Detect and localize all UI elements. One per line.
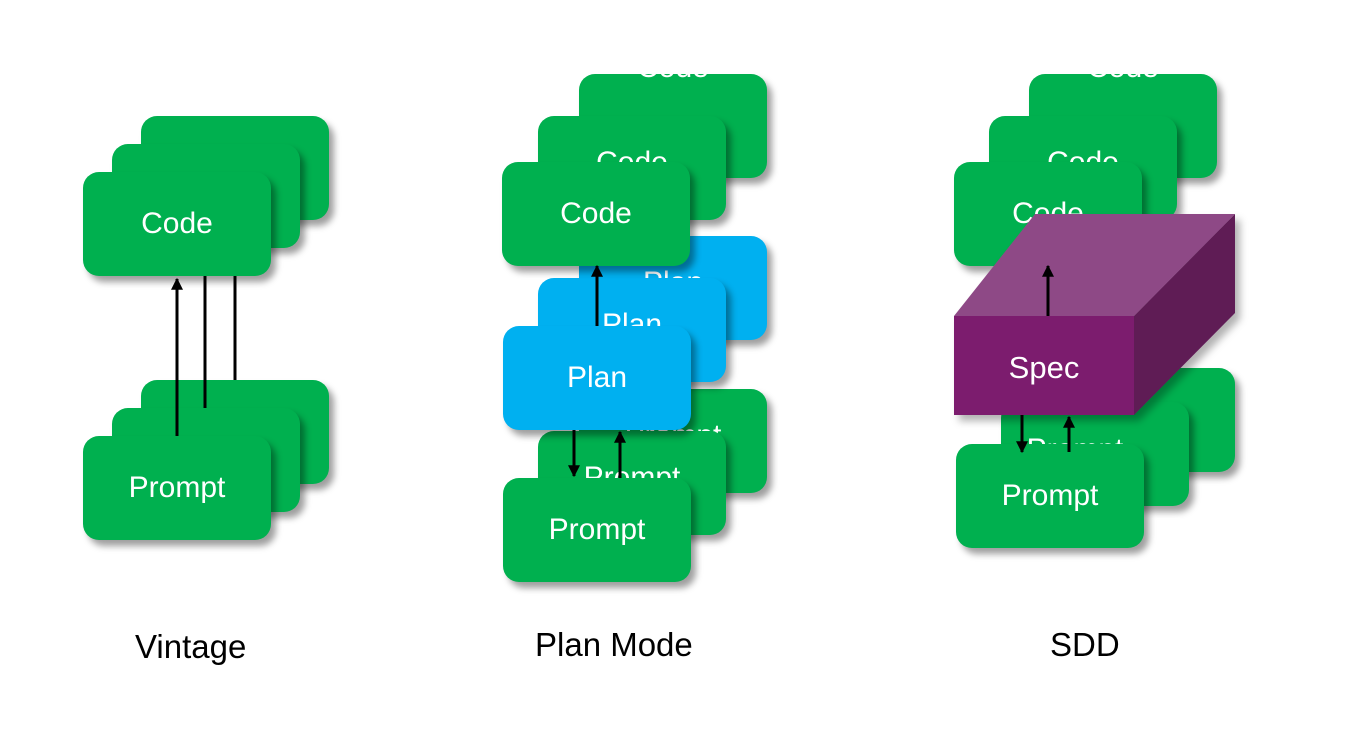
vintage-code-label: Code [141, 207, 213, 240]
sdd-caption: SDD [1050, 626, 1120, 663]
plan-mode-caption: Plan Mode [535, 626, 693, 663]
plan-label: Plan [566, 361, 628, 394]
plan-code-label: Code [560, 197, 632, 230]
vintage-prompt-label: Prompt [128, 471, 226, 504]
plan-code-card-front: Code [502, 162, 690, 266]
vintage-code-card-front: Code [83, 172, 271, 276]
plan-prompt-card-front: Prompt [503, 478, 691, 582]
spec-box-front-face [954, 316, 1134, 415]
sdd-prompt-card-front: Prompt [956, 444, 1144, 548]
sdd-spec-label: Spec [1009, 350, 1080, 385]
plan-code-back-label: Code [637, 74, 709, 85]
spec-box-top-face [954, 214, 1235, 316]
spec-box-side-face [1134, 214, 1235, 415]
sdd-code-back-label: Code [1087, 74, 1159, 85]
plan-card-front: Plan [503, 326, 691, 430]
plan-prompt-label: Prompt [548, 513, 646, 546]
sdd-prompt-label: Prompt [1001, 479, 1099, 512]
vintage-caption: Vintage [135, 628, 247, 665]
vintage-prompt-card-front: Prompt [83, 436, 271, 540]
sdd-spec-box [954, 214, 1235, 415]
